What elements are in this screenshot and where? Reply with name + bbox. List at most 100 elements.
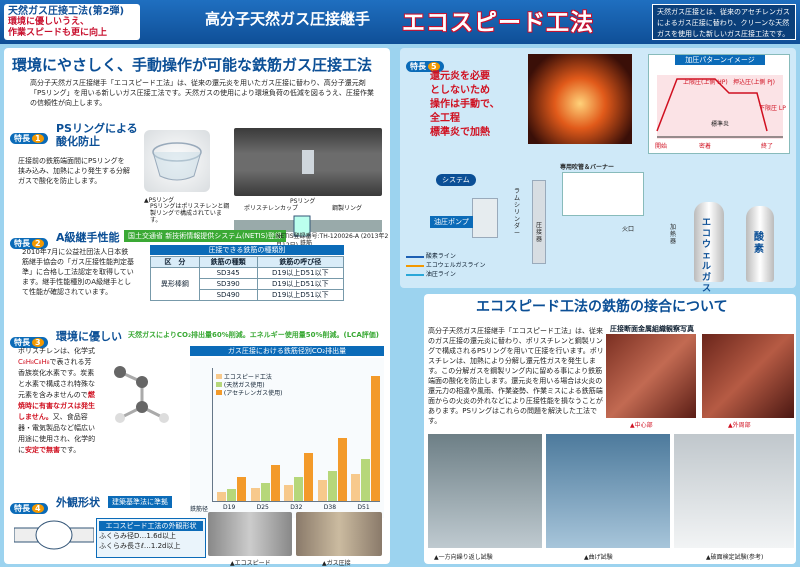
chart-legend: エコスピード工法 (天然ガス使用) (アセチレンガス使用) xyxy=(216,374,282,398)
chart-bar xyxy=(227,489,236,501)
rebar-diagram: ポリスチレンカップ 鋼製リング PSリング 鉄筋 xyxy=(234,198,382,247)
pressure-pattern: 加圧パターンイメージ 上限圧(上側 HP) 押込圧(上側 PJ) 下限圧 LP … xyxy=(648,54,790,154)
feature4-title: 外観形状 xyxy=(56,496,100,509)
micro-center xyxy=(606,334,696,418)
left-heading: 環境にやさしく、手動操作が可能な鉄筋ガス圧接工法 xyxy=(12,56,373,74)
vlabel1: 加熱器 xyxy=(670,224,677,245)
table-group: 異形棒鋼 xyxy=(150,267,200,301)
chart-bar xyxy=(237,477,246,501)
header-title: 高分子天然ガス圧接継手 xyxy=(205,10,371,28)
test-photo1 xyxy=(428,434,542,548)
bulge-diagram xyxy=(13,512,95,558)
gas-photo xyxy=(296,512,382,556)
shape-box-title: エコスピード工法の外観形状 xyxy=(99,521,203,531)
pump-image xyxy=(472,198,498,238)
feature2-text: 2010年7月に公益社団法人日本鉄筋継手協会の「ガス圧接性能判定基準」に合格し工… xyxy=(22,248,134,296)
cap-test1: ▲一方向繰り返し試験 xyxy=(434,554,493,561)
chart-bar xyxy=(270,465,280,501)
chart-bar xyxy=(250,487,260,501)
feature1-text: 圧接前の鉄筋端面間にPSリングを挟み込み、加熱により発生する分解ガスで酸化を防止… xyxy=(18,157,130,185)
joint-panel: エコスピード工法の鉄筋の接合について 高分子天然ガス圧接継手「エコスピード工法」… xyxy=(424,294,796,564)
pattern-title: 加圧パターンイメージ xyxy=(675,55,765,65)
badge-sub1: 環境に優しいうえ、 xyxy=(8,17,90,27)
p-upper: 上限圧(上側 HP) xyxy=(683,79,728,86)
shape-line1: ふくらみ径D…1.6d以上 xyxy=(99,532,176,540)
feature5-text: 還元炎を必要としないため操作は手動で、全工程標準炎で加熱 xyxy=(430,71,500,138)
label-bar: 鉄筋 xyxy=(300,240,313,247)
chart-bar xyxy=(217,492,226,501)
chart-bar xyxy=(351,474,361,501)
photo-title: 圧接断面金属組織観察写真 xyxy=(610,325,694,333)
chart-bar xyxy=(304,453,314,501)
rebar-photo xyxy=(234,128,382,196)
ps-ring-caption: ▲PSリング xyxy=(144,197,175,204)
feature3-title: 環境に優しい xyxy=(56,330,122,343)
presser-label: 圧接器 xyxy=(536,222,543,243)
feature3-green: 天然ガスによりCO₂排出量60%削減。エネルギー使用量50%削減。(LCA評価) xyxy=(128,331,379,339)
molecule-image xyxy=(100,352,184,442)
chart-bar xyxy=(317,480,327,501)
p-press: 押込圧(上側 PJ) xyxy=(733,79,775,86)
chart-tick-label: D25 xyxy=(256,504,269,511)
netis-tag: 国土交通省 新技術情報提供システム(NETIS)登録 xyxy=(124,230,286,242)
burner-label: 専用吹管＆バーナー xyxy=(560,164,615,171)
cap-test2: ▲曲げ試験 xyxy=(584,554,613,561)
p-end: 終了 xyxy=(761,143,774,150)
joint-title: エコスピード工法の鉄筋の接合について xyxy=(476,299,728,315)
label-ps: PSリング xyxy=(290,198,316,205)
oxygen-cylinder xyxy=(746,206,774,282)
chart-bar xyxy=(361,459,371,501)
feature4-tag: 建築基準法に準拠 xyxy=(108,496,172,508)
chart-tick-label: D19 xyxy=(223,504,236,511)
eco-gas-cylinder xyxy=(694,202,724,282)
header-desc: 天然ガス圧接とは、従来のアセチレンガスによるガス圧接に替わり、クリーンな天然ガス… xyxy=(652,4,796,40)
line-legend: 酸素ライン エコウェルガスライン 油圧ライン xyxy=(406,252,486,279)
test-photo2 xyxy=(546,434,670,548)
flame-photo xyxy=(528,54,632,144)
chart-bar xyxy=(327,471,337,501)
eco-photo xyxy=(208,512,292,556)
chart-bar xyxy=(337,438,347,501)
chart-plot-area: D19 D25 D32 D38 D51 xyxy=(212,368,381,511)
chart-bar xyxy=(260,483,270,501)
chart-bar xyxy=(284,484,294,501)
intro-text: 高分子天然ガス圧接継手「エコスピード工法」は、従来の還元炎を用いたガス圧接に替わ… xyxy=(30,79,374,107)
label-cup: ポリスチレンカップ xyxy=(244,205,299,212)
p-lower: 下限圧 LP xyxy=(759,105,786,112)
p-start: 開始 xyxy=(655,143,668,150)
ps-ring-caption2: PSリングはポリスチレンと鋼製リングで構成されています。 xyxy=(150,203,230,224)
chart-bar xyxy=(371,375,381,501)
joint-text: 高分子天然ガス圧接継手「エコスピード工法」は、従来のガス圧接の還元炎に替わり、ポ… xyxy=(428,327,604,425)
chart-bar xyxy=(294,477,304,501)
chart-tick-label: D32 xyxy=(290,504,303,511)
chart-tick-label: D38 xyxy=(323,504,337,511)
cap-center: ▲中心部 xyxy=(630,422,653,429)
feature3-text: ポリスチレンは、化学式C₈H₈C₈H₈で表される芳香族炭化水素です。炭素と水素で… xyxy=(18,347,96,454)
chart-xlabel: 鉄筋径 xyxy=(190,506,209,513)
presser-image xyxy=(532,180,546,264)
chart-tick-label: D51 xyxy=(357,504,370,511)
badge-title: 天然ガス圧接工法(第2弾) xyxy=(8,6,125,17)
pump-label: 油圧ポンプ xyxy=(430,216,473,228)
burner-image xyxy=(562,172,644,216)
cap-test3: ▲破面検定試験(参考) xyxy=(706,554,764,561)
fire-label: 火口 xyxy=(622,226,635,233)
system-label: システム xyxy=(436,174,476,186)
co2-chart: D19 D25 D32 D38 D51 エコスピード工法 (天然ガス使用) (アセチレン… xyxy=(190,358,384,518)
shape-box: エコスピード工法の外観形状 ふくらみ径D…1.6d以上 ふくらみ長さℓ…1.2d… xyxy=(96,518,206,558)
ram-label: ラムシリンダー xyxy=(514,188,521,237)
feature2-title: A級継手性能 xyxy=(56,231,120,244)
oxygen-label: 酸素 xyxy=(754,232,764,255)
test-photo3 xyxy=(674,434,794,548)
label-ring: 鋼製リング xyxy=(332,205,363,212)
ps-ring-photo xyxy=(144,130,210,192)
header-badge: 天然ガス圧接工法(第2弾) 環境に優しいうえ、 作業スピードも更に向上 xyxy=(4,4,140,40)
micro-outer xyxy=(702,334,794,418)
p-std: 標準炎 xyxy=(711,121,730,128)
header-big-title: エコスピード工法 xyxy=(402,10,594,36)
